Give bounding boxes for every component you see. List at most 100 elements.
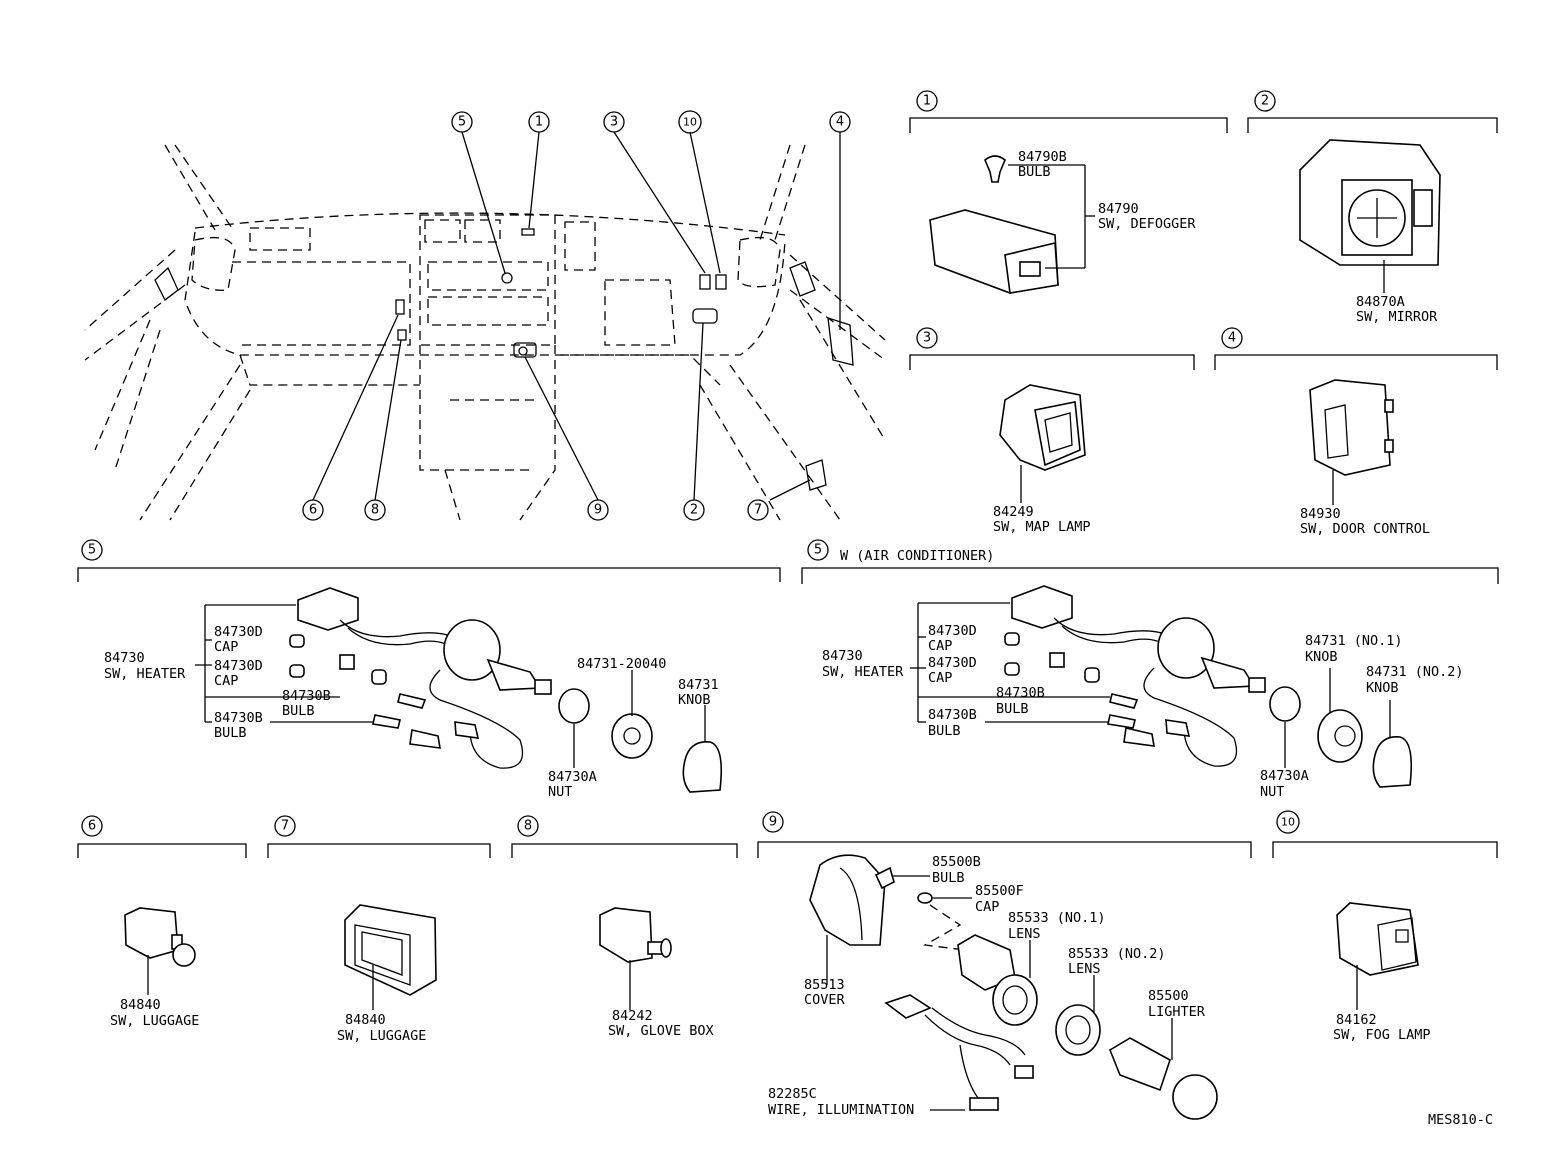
svg-text:1: 1 — [923, 94, 931, 109]
svg-text:NUT: NUT — [548, 784, 572, 800]
callout-4: 4 — [829, 111, 851, 133]
svg-text:8: 8 — [524, 819, 532, 834]
part-84840-b: 84840 — [345, 1012, 386, 1028]
section-7-luggage: 7 84840 SW, LUGGAGE — [267, 815, 491, 1044]
svg-text:BULB: BULB — [282, 703, 315, 719]
part-84870A: 84870A — [1356, 294, 1405, 310]
section-5-heater: 5 84730 SW, — [77, 539, 781, 800]
callout-1: 1 — [528, 111, 550, 133]
callout-6: 6 — [302, 499, 324, 521]
svg-text:COVER: COVER — [804, 992, 846, 1008]
part-84730: 84730 — [104, 650, 145, 666]
part-84930: 84930 — [1300, 506, 1341, 522]
svg-text:2: 2 — [690, 503, 698, 518]
svg-text:BULB: BULB — [928, 723, 961, 739]
overview-leaders — [312, 131, 841, 501]
svg-text:CAP: CAP — [214, 639, 238, 655]
svg-text:4: 4 — [1228, 331, 1236, 346]
svg-text:BULB: BULB — [996, 701, 1029, 717]
part-84242-name: SW, GLOVE BOX — [608, 1023, 714, 1039]
svg-text:LIGHTER: LIGHTER — [1148, 1004, 1206, 1020]
svg-text:6: 6 — [309, 503, 317, 518]
dashboard-overview — [84, 144, 886, 521]
part-84730A: 84730A — [548, 769, 597, 785]
ac-part-84730A: 84730A — [1260, 768, 1309, 784]
condition-air-conditioner: W (AIR CONDITIONER) — [840, 548, 994, 564]
svg-text:CAP: CAP — [928, 638, 952, 654]
section-1-defogger: 1 84790B BULB 84790 SW, DEFOGGER — [909, 90, 1228, 294]
svg-text:7: 7 — [754, 503, 762, 518]
section-9-lighter: 9 85500B BULB 85500F CAP — [757, 811, 1252, 1120]
part-82285C: 82285C — [768, 1086, 817, 1102]
svg-text:5: 5 — [814, 543, 822, 558]
part-84730D-2: 84730D — [214, 658, 263, 674]
part-84730D-1: 84730D — [214, 624, 263, 640]
section-5-heater-ac: 5 W (AIR CONDITIONER) 84730 SW, HEATER — [801, 539, 1499, 800]
overview-callouts: 5 1 3 10 4 6 8 9 2 7 — [302, 110, 851, 521]
callout-5: 5 — [451, 111, 473, 133]
part-84162-name: SW, FOG LAMP — [1333, 1027, 1431, 1043]
svg-text:8: 8 — [371, 503, 379, 518]
svg-text:3: 3 — [610, 115, 618, 130]
svg-text:CAP: CAP — [214, 673, 238, 689]
drawing-code: MES810-C — [1428, 1112, 1493, 1128]
callout-9: 9 — [587, 499, 609, 521]
part-84790-name: SW, DEFOGGER — [1098, 216, 1196, 232]
svg-text:KNOB: KNOB — [678, 692, 711, 708]
svg-text:KNOB: KNOB — [1305, 649, 1338, 665]
svg-text:BULB: BULB — [932, 870, 965, 886]
svg-text:84730D: 84730D — [928, 623, 977, 639]
svg-text:2: 2 — [1261, 94, 1269, 109]
part-84840-b-name: SW, LUGGAGE — [337, 1028, 426, 1044]
svg-text:CAP: CAP — [928, 670, 952, 686]
part-84730-name: SW, HEATER — [104, 666, 186, 682]
svg-text:84730B: 84730B — [996, 685, 1045, 701]
svg-text:KNOB: KNOB — [1366, 680, 1399, 696]
svg-text:10: 10 — [1281, 816, 1295, 829]
svg-text:1: 1 — [535, 115, 543, 130]
part-84840-a-name: SW, LUGGAGE — [110, 1013, 199, 1029]
part-84790B: 84790B — [1018, 149, 1067, 165]
svg-text:84730D: 84730D — [928, 655, 977, 671]
svg-text:5: 5 — [88, 543, 96, 558]
callout-10: 10 — [678, 110, 702, 134]
svg-text:5: 5 — [458, 115, 466, 130]
callout-2: 2 — [683, 499, 705, 521]
ac-part-84730-name: SW, HEATER — [822, 664, 904, 680]
callout-3: 3 — [603, 111, 625, 133]
part-84730B-1: 84730B — [282, 688, 331, 704]
part-84790: 84790 — [1098, 201, 1139, 217]
section-2-mirror: 2 84870A SW, MIRROR — [1247, 90, 1498, 325]
part-84730B-2: 84730B — [214, 710, 263, 726]
svg-text:CAP: CAP — [975, 899, 999, 915]
part-84790B-name: BULB — [1018, 164, 1051, 180]
part-84162: 84162 — [1336, 1012, 1377, 1028]
part-85500F: 85500F — [975, 883, 1024, 899]
part-85500B: 85500B — [932, 854, 981, 870]
part-84242: 84242 — [612, 1008, 653, 1024]
svg-text:84730B: 84730B — [928, 707, 977, 723]
svg-text:4: 4 — [836, 115, 844, 130]
callout-8: 8 — [364, 499, 386, 521]
svg-text:NUT: NUT — [1260, 784, 1284, 800]
ac-part-84731-no2: 84731 (NO.2) — [1366, 664, 1464, 680]
svg-text:9: 9 — [769, 815, 777, 830]
part-85500: 85500 — [1148, 988, 1189, 1004]
part-84870A-name: SW, MIRROR — [1356, 309, 1438, 325]
svg-text:LENS: LENS — [1008, 926, 1041, 942]
svg-text:3: 3 — [923, 331, 931, 346]
section-4-door-control: 4 84930 SW, DOOR CONTROL — [1214, 327, 1498, 537]
part-84930-name: SW, DOOR CONTROL — [1300, 521, 1430, 537]
section-10-fog-lamp: 10 84162 SW, FOG LAMP — [1272, 810, 1498, 1043]
part-84840-a: 84840 — [120, 997, 161, 1013]
svg-text:6: 6 — [88, 819, 96, 834]
section-3-map-lamp: 3 84249 SW, MAP LAMP — [909, 327, 1195, 535]
section-8-glove-box: 8 84242 SW, GLOVE BOX — [511, 815, 738, 1039]
svg-text:BULB: BULB — [214, 725, 247, 741]
part-84249-name: SW, MAP LAMP — [993, 519, 1091, 535]
svg-text:7: 7 — [281, 819, 289, 834]
ac-part-84730: 84730 — [822, 648, 863, 664]
part-85533-no2: 85533 (NO.2) — [1068, 946, 1166, 962]
